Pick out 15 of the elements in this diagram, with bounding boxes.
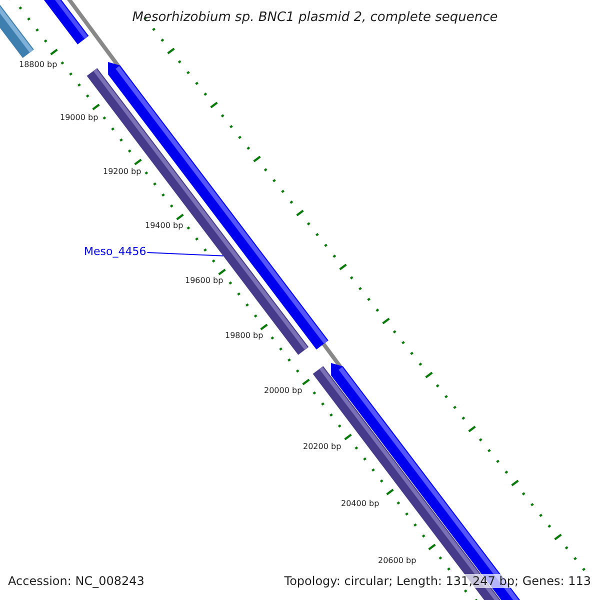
tick-label: 19000 bp [60,113,98,122]
tick-label: 20600 bp [378,556,416,565]
accession-text: Accession: NC_008243 [8,574,144,588]
tick-label: 19800 bp [225,331,264,340]
gene-label: Meso_4456 [84,245,146,258]
tick-label: 20000 bp [264,386,302,395]
tick-label: 20400 bp [341,499,380,508]
tick-label: 20200 bp [303,442,342,451]
tick-label: 19400 bp [145,221,184,230]
sequence-info-text: Topology: circular; Length: 131,247 bp; Genes: 113 [284,574,591,588]
title: Mesorhizobium sp. BNC1 plasmid 2, complete sequence [131,10,499,25]
tick-label: 19600 bp [185,276,224,285]
tick-label: 19200 bp [103,167,142,176]
leader-line [146,252,224,256]
tick-label: 18800 bp [19,60,58,69]
